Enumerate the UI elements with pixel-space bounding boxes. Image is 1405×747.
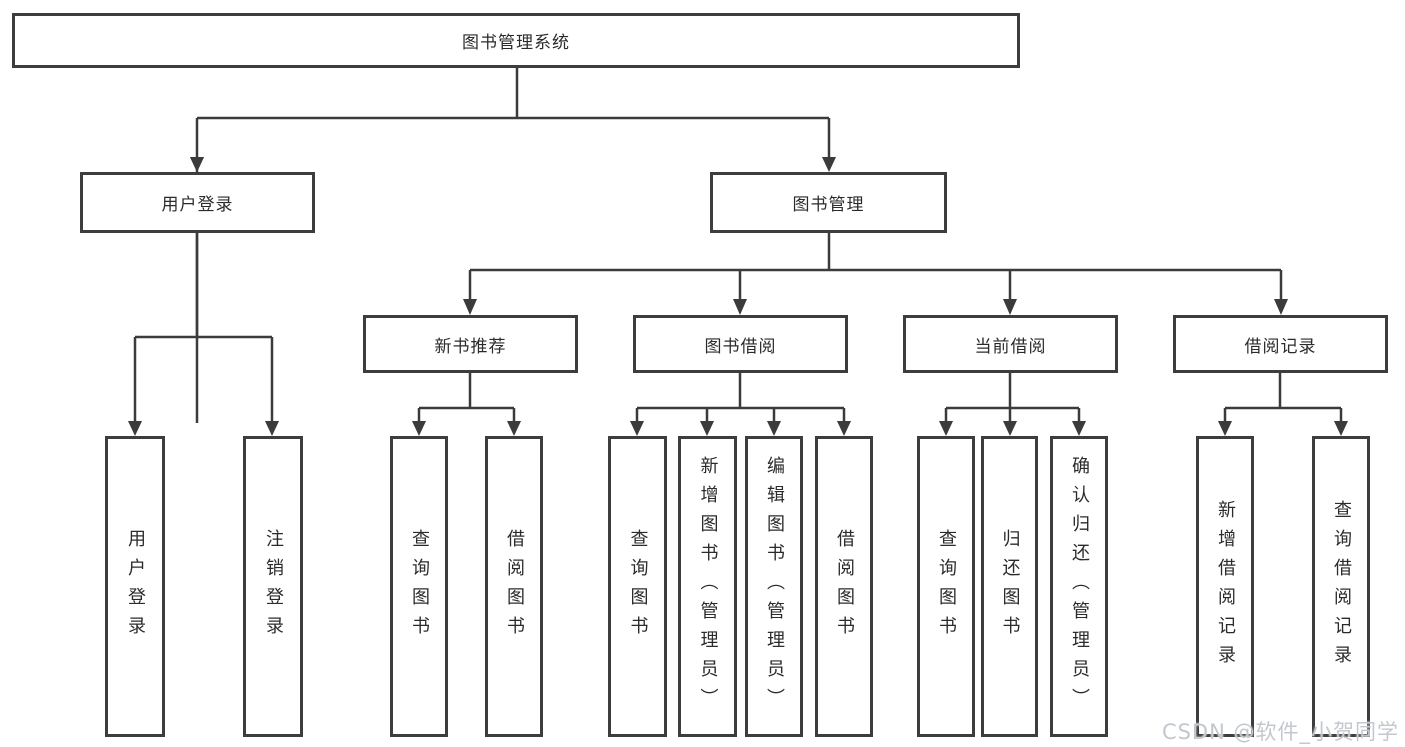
- leaf-re-add-record: 新增借阅记录: [1196, 436, 1254, 737]
- node-user-login: 用户登录: [80, 172, 315, 233]
- leaf-bw-borrow-books: 借阅图书: [815, 436, 873, 737]
- node-new-book-recommend: 新书推荐: [363, 315, 578, 373]
- node-book-management: 图书管理: [710, 172, 947, 233]
- leaf-cu-query-books: 查询图书: [917, 436, 975, 737]
- leaf-bw-edit-books-admin: 编辑图书（管理员）: [745, 436, 803, 737]
- leaf-logout: 注销登录: [243, 436, 303, 737]
- leaf-nb-borrow-books: 借阅图书: [485, 436, 543, 737]
- leaf-cu-return-books: 归还图书: [981, 436, 1038, 737]
- leaf-user-login: 用户登录: [105, 436, 165, 737]
- leaf-cu-confirm-return-admin: 确认归还（管理员）: [1050, 436, 1108, 737]
- node-current-borrowing: 当前借阅: [903, 315, 1118, 373]
- leaf-bw-add-books-admin: 新增图书（管理员）: [678, 436, 737, 737]
- csdn-watermark: CSDN @软件_小贺同学: [1161, 720, 1399, 744]
- leaf-bw-query-books: 查询图书: [608, 436, 667, 737]
- leaf-nb-query-books: 查询图书: [390, 436, 448, 737]
- leaf-re-query-record: 查询借阅记录: [1312, 436, 1370, 737]
- node-borrow-records: 借阅记录: [1173, 315, 1388, 373]
- node-book-borrowing: 图书借阅: [633, 315, 848, 373]
- node-root: 图书管理系统: [12, 13, 1020, 68]
